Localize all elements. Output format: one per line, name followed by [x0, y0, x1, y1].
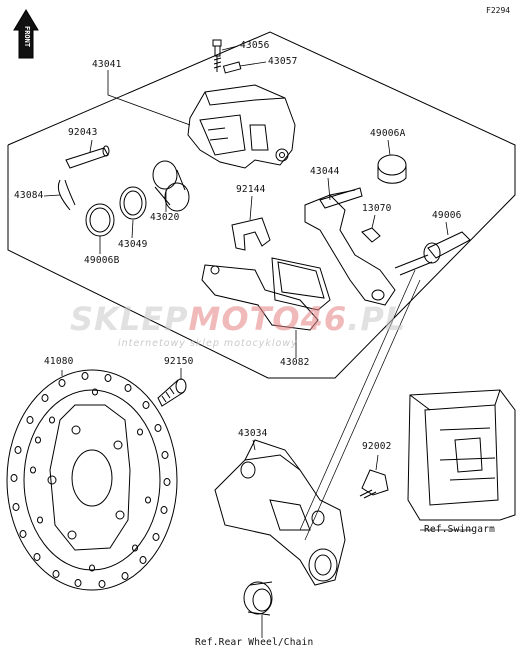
ref-rear-wheel[interactable]: Ref.Rear Wheel/Chain [195, 637, 314, 648]
front-arrow-icon [13, 9, 39, 59]
axle-collar [243, 581, 273, 616]
part-label-43057[interactable]: 43057 [268, 56, 298, 67]
watermark-logo: SKLEPMOTO46.PL [70, 300, 406, 338]
diagram-code: F2294 [486, 6, 511, 15]
front-label: FRONT [23, 26, 31, 48]
part-label-92144[interactable]: 92144 [236, 184, 266, 195]
pad-spring [231, 217, 271, 251]
caliper-body [187, 84, 296, 169]
watermark-part4: .PL [347, 300, 407, 338]
watermark-part2: MOTO [188, 300, 301, 338]
part-label-43041[interactable]: 43041 [92, 59, 122, 70]
part-label-92002[interactable]: 92002 [362, 441, 392, 452]
part-label-43056[interactable]: 43056 [240, 40, 270, 51]
part-label-43034[interactable]: 43034 [238, 428, 268, 439]
part-label-49006[interactable]: 49006 [432, 210, 462, 221]
part-label-43049[interactable]: 43049 [118, 239, 148, 250]
leader-lines [43, 45, 472, 638]
part-label-13070[interactable]: 13070 [362, 203, 392, 214]
part-label-43084[interactable]: 43084 [14, 190, 44, 201]
holder-bolt [359, 469, 389, 499]
part-label-92150[interactable]: 92150 [164, 356, 194, 367]
watermark-part3: 46 [300, 300, 348, 338]
caliper-pin [65, 145, 110, 169]
part-label-49006B[interactable]: 49006B [84, 255, 120, 266]
bleed-screw [212, 39, 222, 72]
watermark-tagline: internetowy sklep motocyklowy [118, 338, 298, 349]
sleeve-49006 [394, 231, 471, 276]
part-label-49006A[interactable]: 49006A [370, 128, 406, 139]
seal-49006B [85, 203, 115, 237]
brake-disc [6, 369, 178, 591]
caliper-bracket [304, 187, 396, 306]
retainer-13070 [361, 227, 381, 243]
clip [57, 179, 76, 211]
part-label-43082[interactable]: 43082 [280, 357, 310, 368]
swingarm [407, 389, 516, 521]
watermark-part1: SKLEP [70, 300, 189, 338]
ref-swingarm[interactable]: Ref.Swingarm [424, 524, 496, 535]
disc-bolt [157, 378, 187, 407]
brake-pads [201, 257, 331, 331]
part-label-41080[interactable]: 41080 [44, 356, 74, 367]
piston [152, 160, 190, 212]
part-label-43044[interactable]: 43044 [310, 166, 340, 177]
boot-49006A [377, 154, 407, 184]
disc-holes [10, 372, 171, 588]
part-label-43020[interactable]: 43020 [150, 212, 180, 223]
group-outline [7, 31, 516, 379]
bleed-cap [222, 61, 242, 74]
seal-43049 [119, 186, 147, 220]
part-label-92043[interactable]: 92043 [68, 127, 98, 138]
caliper-holder-43034 [214, 439, 346, 586]
